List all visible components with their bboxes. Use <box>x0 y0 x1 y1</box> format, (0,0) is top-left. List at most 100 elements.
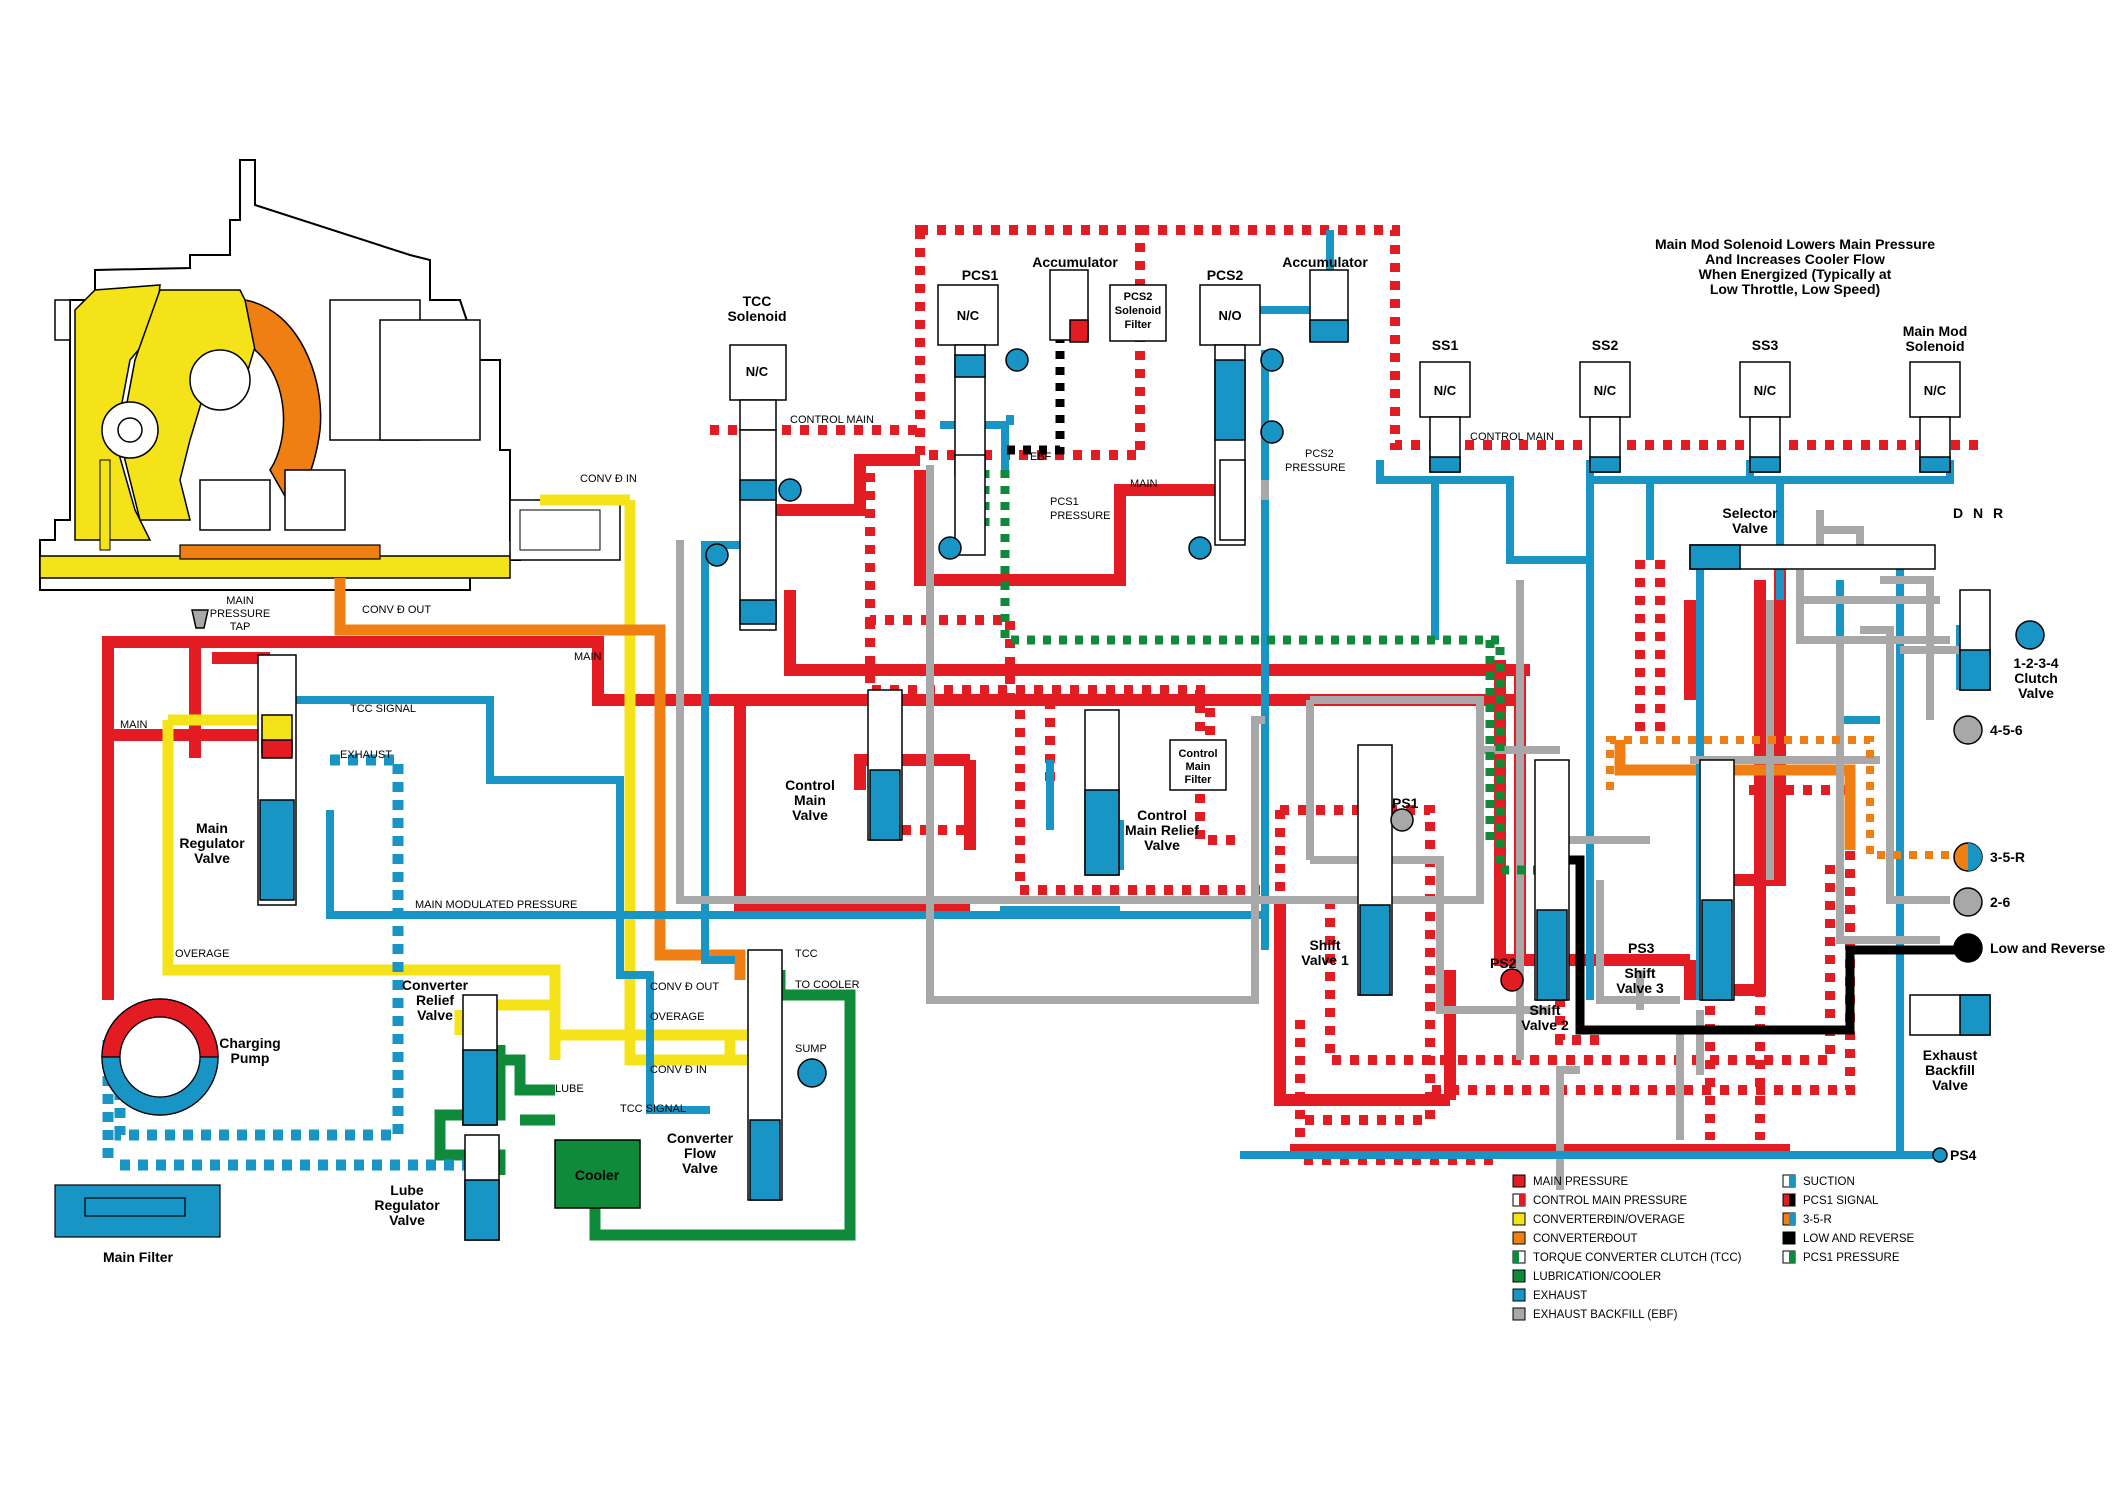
cm-filter-3: Filter <box>1185 774 1213 786</box>
line-conv-out-b: CONV Ð OUT <box>650 981 719 993</box>
line-sump: SUMP <box>795 1043 827 1055</box>
ss1-state: N/C <box>1434 383 1457 398</box>
ps4-label: PS4 <box>1950 1147 1977 1163</box>
control-main-valve-1: Control <box>785 777 835 793</box>
main-regulator-3: Valve <box>194 850 230 866</box>
mainmod-label-1: Main Mod <box>1903 323 1968 339</box>
legend-item-pcs1-pressure: PCS1 PRESSURE <box>1782 1250 1900 1264</box>
converter-flow-1: Converter <box>667 1130 734 1146</box>
shift2-label-2: Valve 2 <box>1521 1017 1569 1033</box>
tcc-solenoid-label-1: TCC <box>743 293 772 309</box>
dnr-d: D <box>1953 505 1963 521</box>
svg-text:EXHAUST: EXHAUST <box>1533 1290 1587 1302</box>
tap-label-2: PRESSURE <box>210 608 271 620</box>
accumulator-2-label: Accumulator <box>1282 254 1368 270</box>
converter-in-lines <box>162 494 760 1066</box>
svg-text:MAIN PRESSURE: MAIN PRESSURE <box>1533 1176 1629 1188</box>
control-main-valve-3: Valve <box>792 807 828 823</box>
accumulator-1-label: Accumulator <box>1032 254 1118 270</box>
ss3-label: SS3 <box>1752 337 1779 353</box>
exhaust-backfill-1: Exhaust <box>1923 1047 1978 1063</box>
pcs1-state: N/C <box>957 308 980 323</box>
legend-item-suction: SUCTION <box>1782 1174 1855 1188</box>
line-ebf: EBF <box>1030 451 1052 463</box>
line-main-modulated: MAIN MODULATED PRESSURE <box>415 899 577 911</box>
svg-text:PCS1 PRESSURE: PCS1 PRESSURE <box>1803 1252 1900 1264</box>
ss1-label: SS1 <box>1432 337 1459 353</box>
pcs2-filter-2: Solenoid <box>1115 305 1161 317</box>
low-reverse-label: Low and Reverse <box>1990 940 2105 956</box>
main-filter <box>54 1184 221 1238</box>
shift1-label-1: Shift <box>1309 937 1340 953</box>
converter-flow-2: Flow <box>684 1145 716 1161</box>
clutch-35r-label: 3-5-R <box>1990 849 2025 865</box>
charging-pump-1: Charging <box>219 1035 280 1051</box>
cooler-box <box>554 1139 641 1209</box>
lube-regulator-2: Regulator <box>374 1197 440 1213</box>
line-main-c: MAIN <box>120 719 148 731</box>
lube-regulator-3: Valve <box>389 1212 425 1228</box>
main-regulator-1: Main <box>196 820 228 836</box>
cooler-label: Cooler <box>575 1167 620 1183</box>
exhaust-backfill-2: Backfill <box>1925 1062 1975 1078</box>
tcc-solenoid-state: N/C <box>746 364 769 379</box>
svg-text:SUCTION: SUCTION <box>1803 1176 1855 1188</box>
ss2-label: SS2 <box>1592 337 1619 353</box>
line-conv-in-a: CONV Ð IN <box>580 473 637 485</box>
line-tcc: TCC <box>795 948 818 960</box>
clutch-26-label: 2-6 <box>1990 894 2010 910</box>
line-to-cooler: TO COOLER <box>795 979 860 991</box>
svg-text:TORQUE CONVERTER CLUTCH (TC: TORQUE CONVERTER CLUTCH (TCC) <box>1533 1252 1742 1264</box>
pcs1-label: PCS1 <box>962 267 999 283</box>
line-overage-b: OVERAGE <box>650 1011 704 1023</box>
main-regulator-2: Regulator <box>179 835 245 851</box>
ss3-state: N/C <box>1754 383 1777 398</box>
tcc-solenoid-label-2: Solenoid <box>727 308 786 324</box>
line-exhaust: EXHAUST <box>340 749 392 761</box>
cm-relief-1: Control <box>1137 807 1187 823</box>
exhaust-backfill-3: Valve <box>1932 1077 1968 1093</box>
legend-item-control-main: CONTROL MAIN PRESSURE <box>1512 1193 1688 1207</box>
selector-label-2: Valve <box>1732 520 1768 536</box>
shift3-label-2: Valve 3 <box>1616 980 1664 996</box>
dnr-n: N <box>1973 505 1983 521</box>
cm-relief-3: Valve <box>1144 837 1180 853</box>
pcs2-label: PCS2 <box>1207 267 1244 283</box>
legend-item-tcc: TORQUE CONVERTER CLUTCH (TCC) <box>1512 1250 1742 1264</box>
legend: MAIN PRESSURE CONTROL MAIN PRESSURE CONV… <box>1512 1174 1915 1321</box>
converter-flow-3: Valve <box>682 1160 718 1176</box>
control-main-valve-2: Main <box>794 792 826 808</box>
main-filter-label: Main Filter <box>103 1249 174 1265</box>
dnr-r: R <box>1993 505 2003 521</box>
valve-bodies <box>191 269 2045 1241</box>
legend-item-main: MAIN PRESSURE <box>1512 1174 1629 1188</box>
ss2-state: N/C <box>1594 383 1617 398</box>
line-tcc-signal-a: TCC SIGNAL <box>350 703 416 715</box>
svg-text:PCS1 SIGNAL: PCS1 SIGNAL <box>1803 1195 1879 1207</box>
line-lube: LUBE <box>555 1083 584 1095</box>
legend-item-lube: LUBRICATION/COOLER <box>1512 1269 1661 1283</box>
tap-label-1: MAIN <box>226 595 254 607</box>
svg-text:CONVERTERÐOUT: CONVERTERÐOUT <box>1533 1233 1638 1245</box>
legend-item-35r: 3-5-R <box>1782 1212 1832 1226</box>
line-pcs1-pressure-2: PRESSURE <box>1050 510 1111 522</box>
svg-text:LUBRICATION/COOLER: LUBRICATION/COOLER <box>1533 1271 1661 1283</box>
line-pcs2-pressure-1: PCS2 <box>1305 448 1334 460</box>
note-line-2: And Increases Cooler Flow <box>1705 251 1885 267</box>
svg-text:CONVERTERÐIN/OVERAGE: CONVERTERÐIN/OVERAGE <box>1533 1214 1685 1226</box>
line-control-main-a: CONTROL MAIN <box>790 414 874 426</box>
line-pcs2-pressure-2: PRESSURE <box>1285 462 1346 474</box>
ps1-label: PS1 <box>1392 795 1419 811</box>
clutch-456-label: 4-5-6 <box>1990 722 2023 738</box>
line-control-main-b: CONTROL MAIN <box>1470 431 1554 443</box>
legend-item-converter-in: CONVERTERÐIN/OVERAGE <box>1512 1212 1685 1226</box>
mainmod-state: N/C <box>1924 383 1947 398</box>
mainmod-label-2: Solenoid <box>1905 338 1964 354</box>
note-line-4: Low Throttle, Low Speed) <box>1710 281 1880 297</box>
line-main-a: MAIN <box>1130 478 1158 490</box>
converter-relief-2: Relief <box>416 992 454 1008</box>
r35-lines <box>1606 736 1950 859</box>
svg-text:3-5-R: 3-5-R <box>1803 1214 1832 1226</box>
pcs1-signal-lines <box>965 335 1065 455</box>
